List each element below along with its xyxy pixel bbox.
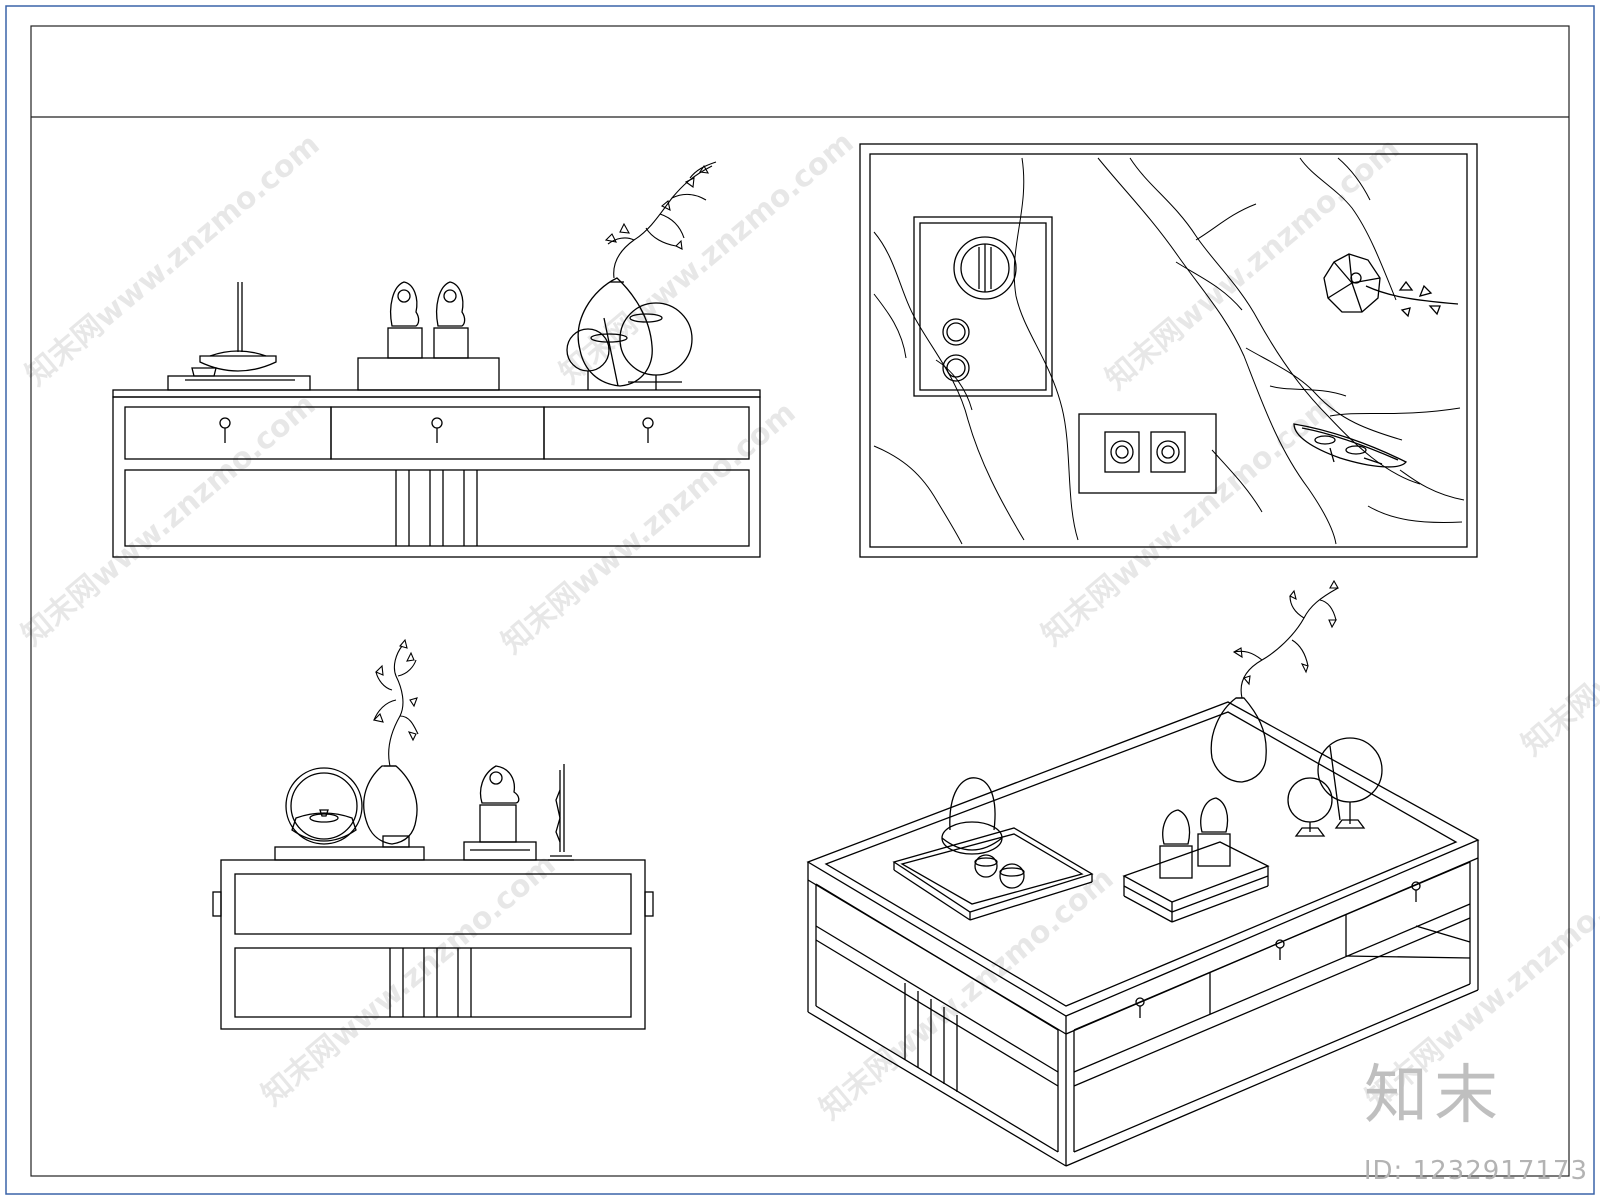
- sideboard-front-elevation: [112, 277, 761, 558]
- cabinet-side-elevation: [212, 764, 654, 1030]
- sheet-frame: [5, 5, 1595, 1195]
- coffee-table-axonometric: [806, 697, 1480, 1167]
- brand-logo: 知末: [1364, 1059, 1504, 1133]
- drawer-handle-icon: [219, 417, 654, 443]
- branch-icon: [1232, 579, 1339, 699]
- branch-icon: [604, 161, 717, 279]
- marble-panel-plan: [859, 143, 1478, 558]
- image-id-label: ID: 1232917173: [1363, 1156, 1588, 1186]
- branch-icon: [372, 638, 419, 767]
- drawer-handle-icon: [1135, 881, 1421, 1018]
